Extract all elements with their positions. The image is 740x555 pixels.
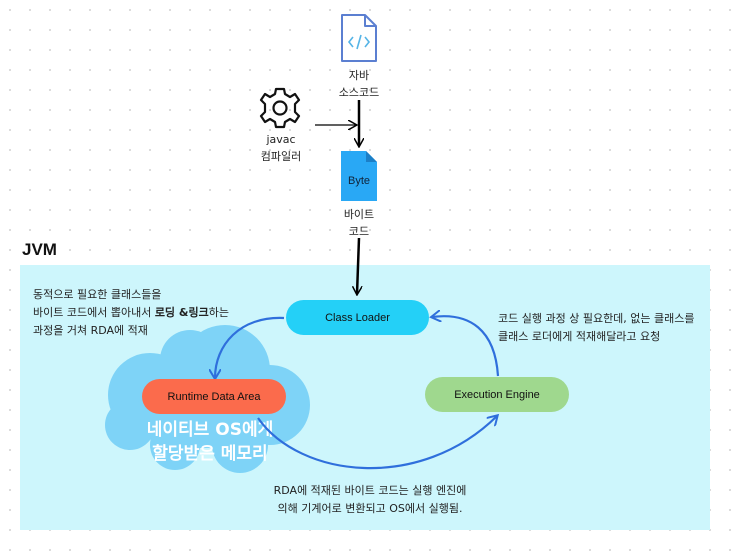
arrow-bytecode-to-classloader [357,237,359,294]
code-file-icon [339,12,379,64]
note-class-loading: 동적으로 필요한 클래스들을 바이트 코드에서 뽑아내서 로딩 &링크하는 과정… [33,286,283,340]
compiler-label-line1: javac [266,133,296,146]
source-label-line1: 자바 [348,69,370,82]
note-class-loading-line3: 과정을 거쳐 RDA에 적재 [33,324,148,337]
note-execution-line2: 의해 기계어로 변환되고 OS에서 실행됨. [277,502,463,515]
note-class-request-line2: 클래스 로더에게 적재해달라고 요청 [498,330,661,343]
source-label-line2: 소스코드 [338,86,380,99]
gear-icon [259,87,301,129]
note-execution: RDA에 적재된 바이트 코드는 실행 엔진에 의해 기계어로 변환되고 OS에… [240,482,500,518]
class-loader-label: Class Loader [325,311,390,324]
bytecode-label: 바이트 코드 [322,206,396,240]
runtime-data-area-label: Runtime Data Area [167,390,261,403]
note-class-request-line1: 코드 실행 과정 상 필요한데, 없는 클래스를 [498,312,695,325]
arrow-engine-to-classloader [432,316,500,377]
note-class-loading-line1: 동적으로 필요한 클래스들을 [33,288,162,301]
cloud-label-line2: 할당받은 메모리 [152,444,268,464]
byte-file-text: Byte [347,175,370,187]
bytecode-label-line1: 바이트 [343,208,375,221]
source-label: 자바 소스코드 [320,67,398,101]
cloud-label: 네이티브 OS에게 할당받은 메모리 [120,418,300,466]
arrow-rda-to-engine [257,416,497,470]
cloud-label-line1: 네이티브 OS에게 [146,420,274,440]
compiler-label: javac 컴파일러 [243,131,319,165]
runtime-data-area-node: Runtime Data Area [142,379,286,414]
note-class-request: 코드 실행 과정 상 필요한데, 없는 클래스를 클래스 로더에게 적재해달라고… [498,310,728,346]
note-class-loading-line2: 바이트 코드에서 뽑아내서 로딩 &링크하는 [33,306,229,319]
execution-engine-node: Execution Engine [425,377,569,412]
execution-engine-label: Execution Engine [454,388,540,401]
arrow-classloader-to-rda [215,316,285,378]
bytecode-label-line2: 코드 [348,225,370,238]
compiler-label-line2: 컴파일러 [260,150,302,163]
note-bold-loading-link: 로딩 &링크 [154,306,209,319]
class-loader-node: Class Loader [286,300,429,335]
jvm-title: JVM [22,240,57,259]
note-execution-line1: RDA에 적재된 바이트 코드는 실행 엔진에 [273,484,467,497]
byte-file-icon: Byte [340,150,378,202]
